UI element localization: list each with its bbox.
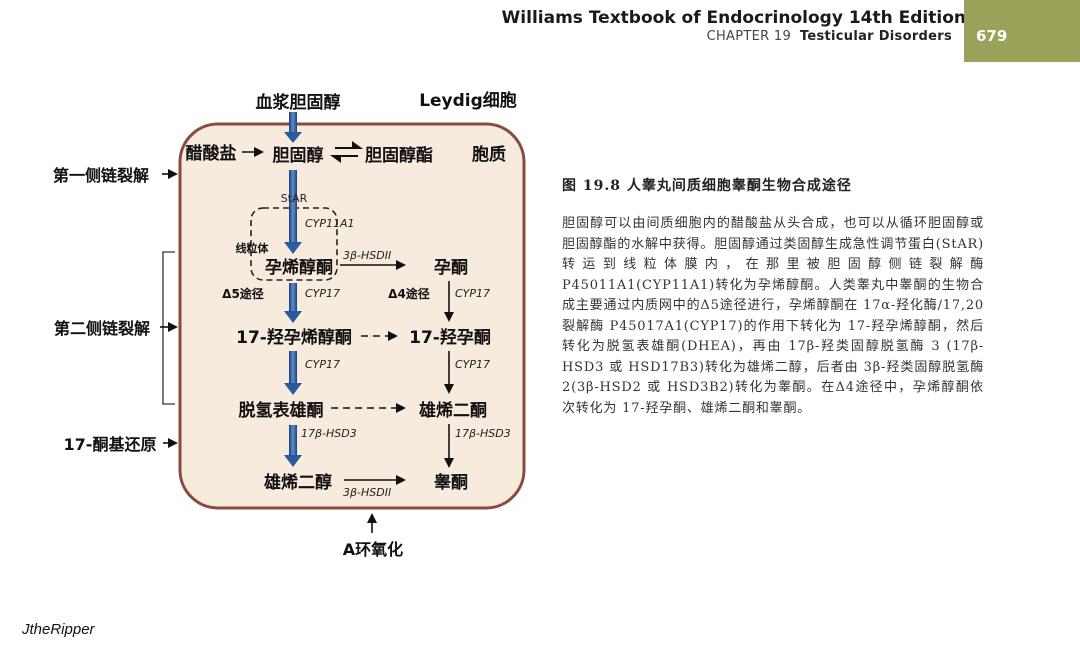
oh-pregnenolone-label: 17-羟孕烯醇酮 (236, 327, 352, 348)
arrow-dhea-to-androstenediol (284, 425, 302, 467)
equilibrium-arrows (329, 141, 364, 163)
watermark: JtheRipper (22, 621, 95, 638)
pregnenolone-label: 孕烯醇酮 (265, 257, 333, 278)
cyp17-right-2-label: CYP17 (455, 358, 490, 371)
star-label: StAR (281, 192, 308, 205)
figure-caption: 图 19.8 人睾丸间质细胞睾酮生物合成途径 (562, 178, 852, 194)
cyp17-right-1-label: CYP17 (455, 287, 490, 300)
plasma-cholesterol-label: 血浆胆固醇 (256, 92, 341, 113)
book-title: Williams Textbook of Endocrinology 14th … (501, 8, 966, 28)
chapter-title: Testicular Disorders (799, 29, 952, 44)
testosterone-label: 睾酮 (434, 472, 468, 493)
page-number-box (964, 0, 1080, 62)
arrow-plasma-to-cholesterol (284, 112, 302, 143)
arrow-cholesterol-to-pregnenolone (284, 170, 302, 254)
hsd17b-right-label: 17β-HSD3 (455, 427, 511, 440)
hsd17b-left-label: 17β-HSD3 (301, 427, 357, 440)
acetate-label: 醋酸盐 (186, 143, 237, 164)
arrow-oh-pregnenolone-to-dhea (284, 351, 302, 395)
androstenedione-label: 雄烯二酮 (418, 400, 487, 421)
leydig-cell-label: Leydig细胞 (419, 90, 517, 111)
leydig-cell-body (178, 122, 526, 510)
progesterone-label: 孕酮 (434, 258, 468, 278)
hsd3b-ii-top-label: 3β-HSDII (343, 249, 391, 262)
second-cleavage-bracket (162, 251, 175, 405)
delta4-pathway-label: Δ4途径 (388, 286, 430, 301)
chapter-heading: CHAPTER 19 Testicular Disorders (707, 29, 952, 44)
delta4-pathway-arrows (160, 147, 454, 533)
dhea-label: 脱氢表雄酮 (239, 400, 324, 421)
testosterone-biosynthesis-diagram: 血浆胆固醇 Leydig细胞 胞质 醋酸盐 胆固醇 胆固醇酯 孕烯醇酮 孕酮 1… (53, 90, 526, 559)
arrow-pregnenolone-to-oh-pregnenolone (284, 283, 302, 323)
cyp17-left-1-label: CYP17 (305, 287, 340, 300)
delta5-pathway-arrows (284, 112, 302, 467)
hsd3b-ii-bottom-label: 3β-HSDII (343, 486, 391, 499)
cyp11a1-label: CYP11A1 (305, 217, 355, 230)
figure-description: 胆固醇可以由间质细胞内的醋酸盐从头合成，也可以从循环胆固醇或胆固醇酯的水解中获得… (562, 216, 984, 416)
mitochondria-label: 线粒体 (236, 241, 270, 255)
chapter-label: CHAPTER 19 (706, 29, 792, 44)
cholesteryl-ester-label: 胆固醇酯 (365, 145, 433, 166)
cytoplasm-label: 胞质 (472, 144, 506, 165)
page-number: 679 (976, 27, 1008, 45)
cholesterol-label: 胆固醇 (273, 145, 324, 166)
first-cleavage-label: 第一侧链裂解 (53, 166, 149, 185)
aromatization-label: A环氧化 (343, 540, 403, 559)
cyp17-left-2-label: CYP17 (305, 358, 340, 371)
androstenediol-label: 雄烯二醇 (263, 472, 332, 493)
delta5-pathway-label: Δ5途径 (222, 286, 264, 301)
second-cleavage-label: 第二侧链裂解 (54, 319, 150, 338)
oh-progesterone-label: 17-羟孕酮 (409, 327, 491, 348)
ketoreduction-label: 17-酮基还原 (64, 435, 157, 454)
